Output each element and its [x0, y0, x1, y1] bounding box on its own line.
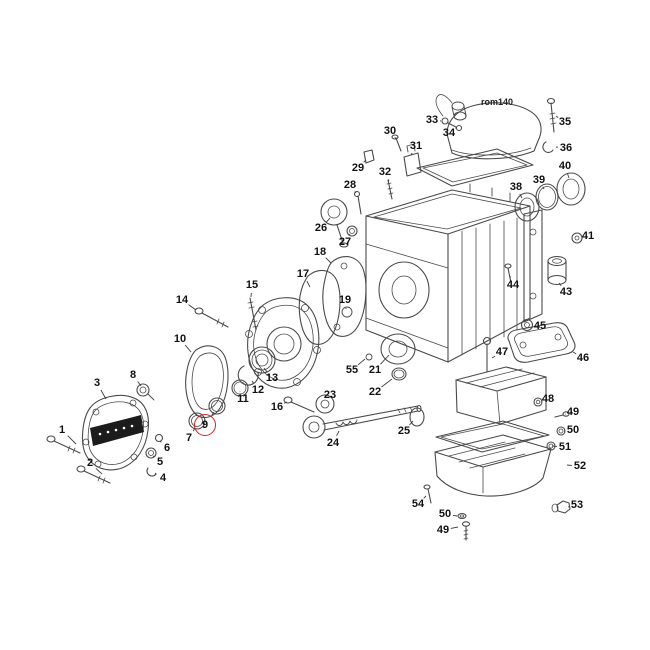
transmission-case-drawing: [365, 183, 543, 365]
oil-pan-assembly-drawing: [423, 336, 571, 541]
watermark-text: rom140: [480, 97, 514, 107]
sensor-parts-drawing: [363, 134, 422, 200]
seal-stack-drawing: [504, 172, 586, 363]
bolt-35-drawing: [546, 97, 557, 133]
side-cover-drawing: [46, 383, 164, 484]
damper-drawing: [320, 190, 362, 248]
breather-drawing: [441, 117, 463, 132]
shaft-assembly-drawing: [302, 367, 425, 439]
bearing-cover-drawing: [185, 256, 367, 430]
top-cover-drawing: [435, 94, 542, 160]
top-gasket-drawing: [416, 148, 534, 187]
clip-36-drawing: [542, 141, 554, 153]
